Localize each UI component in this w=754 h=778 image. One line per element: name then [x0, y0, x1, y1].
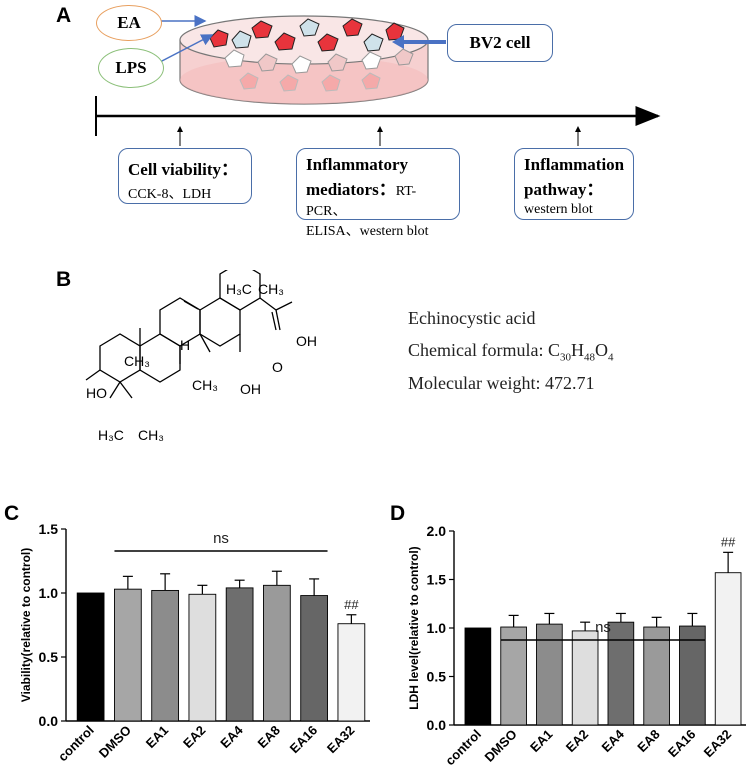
lps-arrow	[159, 34, 214, 63]
x-tick-label: EA32	[701, 727, 735, 761]
molecular-weight: Molecular weight: 472.71	[408, 373, 595, 393]
bv2-box: BV2 cell	[447, 24, 553, 62]
y-tick-label: 0.0	[427, 717, 447, 733]
mediators-title: Inflammatory	[306, 155, 408, 174]
panel-b-letter: B	[56, 268, 72, 291]
y-tick-label: 1.5	[39, 521, 59, 537]
bar-ea16	[679, 625, 706, 726]
bar-ea32	[337, 623, 366, 722]
bar-ea2	[571, 630, 599, 726]
bar-ea1	[151, 589, 179, 722]
cell-viability-methods: CCK-8、LDH	[128, 187, 212, 202]
y-tick-label: 0.5	[427, 669, 447, 685]
pathway-title-2: pathway：	[524, 180, 604, 199]
atom-oh: OH	[240, 381, 261, 397]
x-tick-label: EA1	[143, 723, 171, 751]
cell-viability-box: Cell viability： CCK-8、LDH	[118, 148, 252, 204]
atom-ch3-b: CH₃	[124, 353, 150, 369]
x-tick-label: EA2	[563, 727, 591, 755]
inflammatory-mediators-box: Inflammatory mediators：RT-PCR、 ELISA、wes…	[296, 148, 460, 239]
bar-dmso	[500, 626, 527, 726]
atom-h3c: H₃C	[98, 427, 124, 443]
mediators-title-2: mediators：	[306, 180, 396, 199]
bar-control	[76, 592, 105, 722]
panel-a-diagram	[95, 15, 661, 146]
ns-label: ns	[213, 530, 229, 547]
pathway-method: western blot	[524, 202, 593, 217]
y-tick-label: 0.0	[39, 713, 59, 729]
x-tick-label: EA16	[665, 727, 699, 761]
petri-dish	[179, 15, 429, 105]
bar-ea2	[188, 593, 217, 722]
atom-oh-acid: OH	[296, 333, 317, 349]
atom-h3c-top-label: H₃C	[226, 281, 252, 297]
y-tick-label: 1.5	[427, 572, 447, 588]
mediators-method-2: ELISA、western blot	[306, 224, 429, 239]
x-tick-label: EA8	[255, 723, 283, 751]
x-tick-label: EA2	[180, 723, 208, 751]
x-tick-label: EA1	[527, 727, 555, 755]
bar-ea8	[263, 584, 291, 722]
bar-ea4	[225, 587, 254, 722]
atom-ch3-top: CH₃	[258, 281, 284, 297]
bar-ea16	[300, 595, 328, 722]
y-axis-label: LDH level(relative to control)	[407, 546, 421, 709]
x-tick-label: EA32	[324, 723, 358, 757]
atom-ch3-d: CH₃	[138, 427, 164, 443]
inflammation-pathway-box: Inflammation pathway： western blot	[514, 148, 634, 220]
atom-ch3-c: CH₃	[192, 377, 218, 393]
y-tick-label: 1.0	[427, 620, 447, 636]
x-tick-label: EA16	[287, 723, 321, 757]
atom-o-acid: O	[272, 359, 283, 375]
x-tick-label: control	[442, 727, 484, 769]
y-tick-label: 0.5	[39, 649, 59, 665]
pathway-title: Inflammation	[524, 155, 625, 174]
y-tick-label: 1.0	[39, 585, 59, 601]
bv2-label: BV2 cell	[469, 33, 531, 52]
bar-ea8	[643, 626, 670, 726]
lps-bubble: LPS	[98, 48, 164, 88]
bar-ea4	[607, 621, 635, 726]
bar-dmso	[114, 588, 142, 722]
bar-control	[464, 627, 492, 726]
compound-name: Echinocystic acid	[408, 308, 536, 328]
significance-hash: ##	[344, 597, 359, 612]
x-tick-label: DMSO	[482, 727, 520, 765]
cell-viability-title: Cell viability：	[128, 160, 239, 179]
chemical-formula: Chemical formula: C30H48O4	[408, 340, 614, 364]
x-tick-label: EA4	[217, 722, 246, 751]
x-tick-label: control	[55, 723, 97, 765]
atom-ho: HO	[86, 385, 107, 401]
x-tick-label: EA4	[599, 726, 628, 755]
ns-label: ns	[595, 619, 611, 636]
significance-hash: ##	[721, 534, 736, 549]
bar-ea1	[536, 623, 563, 726]
y-tick-label: 2.0	[427, 523, 447, 539]
panel-c-letter: C	[4, 502, 20, 525]
cell-cluster	[209, 18, 414, 92]
y-axis-label: Viability(relative to control)	[19, 548, 33, 702]
panel-d-letter: D	[390, 502, 406, 525]
bar-ea32	[714, 572, 742, 726]
panel-a-letter: A	[56, 4, 72, 27]
ea-bubble: EA	[96, 5, 162, 41]
mediators-method-1: RT-PCR、	[306, 184, 417, 219]
x-tick-label: EA8	[634, 727, 662, 755]
chemical-structure: H₃C H₃C CH₃ OH O H CH₃ CH₃ OH HO H₃C CH₃	[85, 270, 317, 443]
atom-h: H	[180, 337, 190, 353]
x-tick-label: DMSO	[96, 723, 134, 761]
